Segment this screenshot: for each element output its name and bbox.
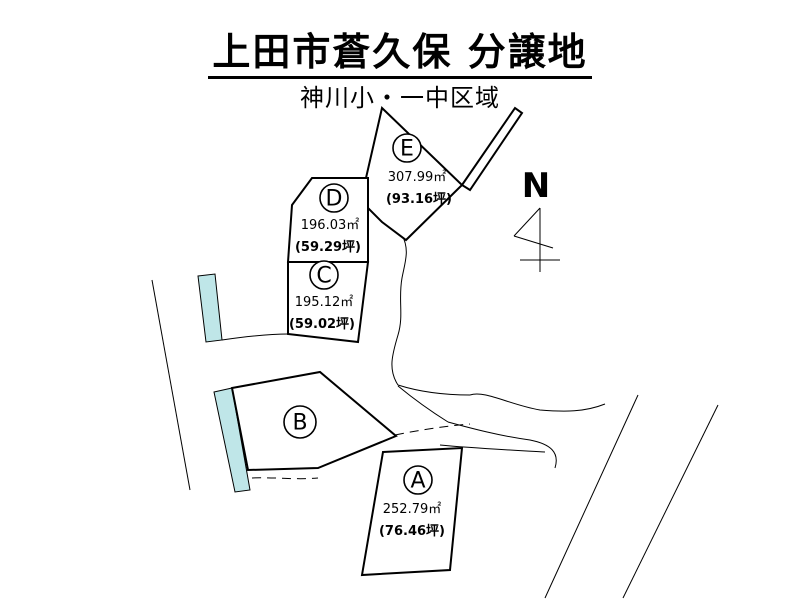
lot-a-area: 252.79㎡	[383, 502, 442, 517]
lot-d-label: D 196.03㎡ (59.29坪)	[295, 183, 361, 255]
water-channel-upper	[197, 273, 223, 343]
water-channel-lower	[213, 387, 251, 493]
lot-e-label: E 307.99㎡ (93.16坪)	[386, 133, 452, 207]
lot-c-letter: C	[316, 264, 331, 289]
lot-e-tsubo: (93.16坪)	[386, 192, 452, 207]
title-wrapper: 上田市蒼久保 分譲地	[0, 30, 800, 79]
north-arrow: N	[513, 166, 560, 272]
lot-a-tsubo: (76.46坪)	[379, 524, 445, 539]
lot-d-letter: D	[326, 187, 343, 212]
lot-d-tsubo: (59.29坪)	[295, 240, 361, 255]
lot-b-label: B	[283, 405, 317, 439]
lot-c-tsubo: (59.02坪)	[289, 317, 355, 332]
road-lines	[151, 234, 719, 599]
lot-c-shape	[287, 261, 370, 344]
lot-e-area: 307.99㎡	[388, 170, 447, 185]
north-label: N	[522, 166, 550, 206]
lot-e-letter: E	[400, 137, 414, 162]
lot-c-area: 195.12㎡	[295, 295, 354, 310]
lot-d-area: 196.03㎡	[301, 218, 360, 233]
lot-a-label: A 252.79㎡ (76.46坪)	[379, 465, 445, 539]
lot-a-shape	[360, 446, 464, 577]
page-title: 上田市蒼久保 分譲地	[208, 30, 592, 79]
lot-a-letter: A	[410, 469, 425, 494]
lot-b-letter: B	[292, 411, 307, 436]
lot-road-strip	[460, 106, 524, 192]
lot-c-label: C 195.12㎡ (59.02坪)	[289, 260, 355, 332]
page-subtitle: 神川小・一中区域	[300, 84, 500, 112]
